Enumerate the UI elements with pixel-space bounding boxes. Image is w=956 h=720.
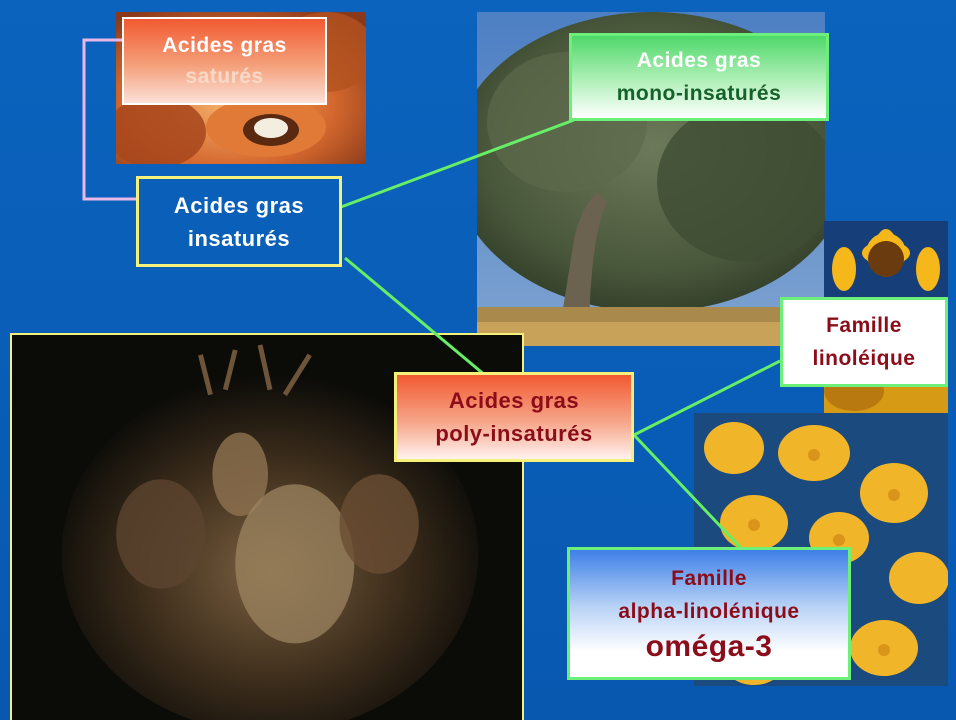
mono-line2: mono-insaturés [617, 77, 782, 110]
saturated-fatty-acids-box: Acides gras saturés [122, 17, 327, 105]
saturated-line1: Acides gras [162, 30, 287, 61]
poly-unsaturated-box: Acides gras poly-insaturés [394, 372, 634, 462]
saturated-line2: saturés [185, 61, 263, 92]
linoleic-family-box: Famille linoléique [780, 297, 948, 387]
alpha-line1: Famille [671, 562, 747, 595]
alpha-line2: alpha-linolénique [618, 595, 799, 628]
alpha-linolenic-family-box: Famille alpha-linolénique oméga-3 [567, 547, 851, 680]
linoleic-line2: linoléique [812, 342, 915, 375]
mono-line1: Acides gras [637, 44, 762, 77]
unsaturated-line2: insaturés [188, 222, 290, 255]
alpha-line3: oméga-3 [646, 628, 773, 666]
linoleic-line1: Famille [826, 309, 902, 342]
unsaturated-fatty-acids-box: Acides gras insaturés [136, 176, 342, 267]
poly-line1: Acides gras [449, 384, 579, 417]
poly-line2: poly-insaturés [435, 417, 592, 450]
unsaturated-line1: Acides gras [174, 189, 304, 222]
mono-unsaturated-box: Acides gras mono-insaturés [569, 33, 829, 121]
